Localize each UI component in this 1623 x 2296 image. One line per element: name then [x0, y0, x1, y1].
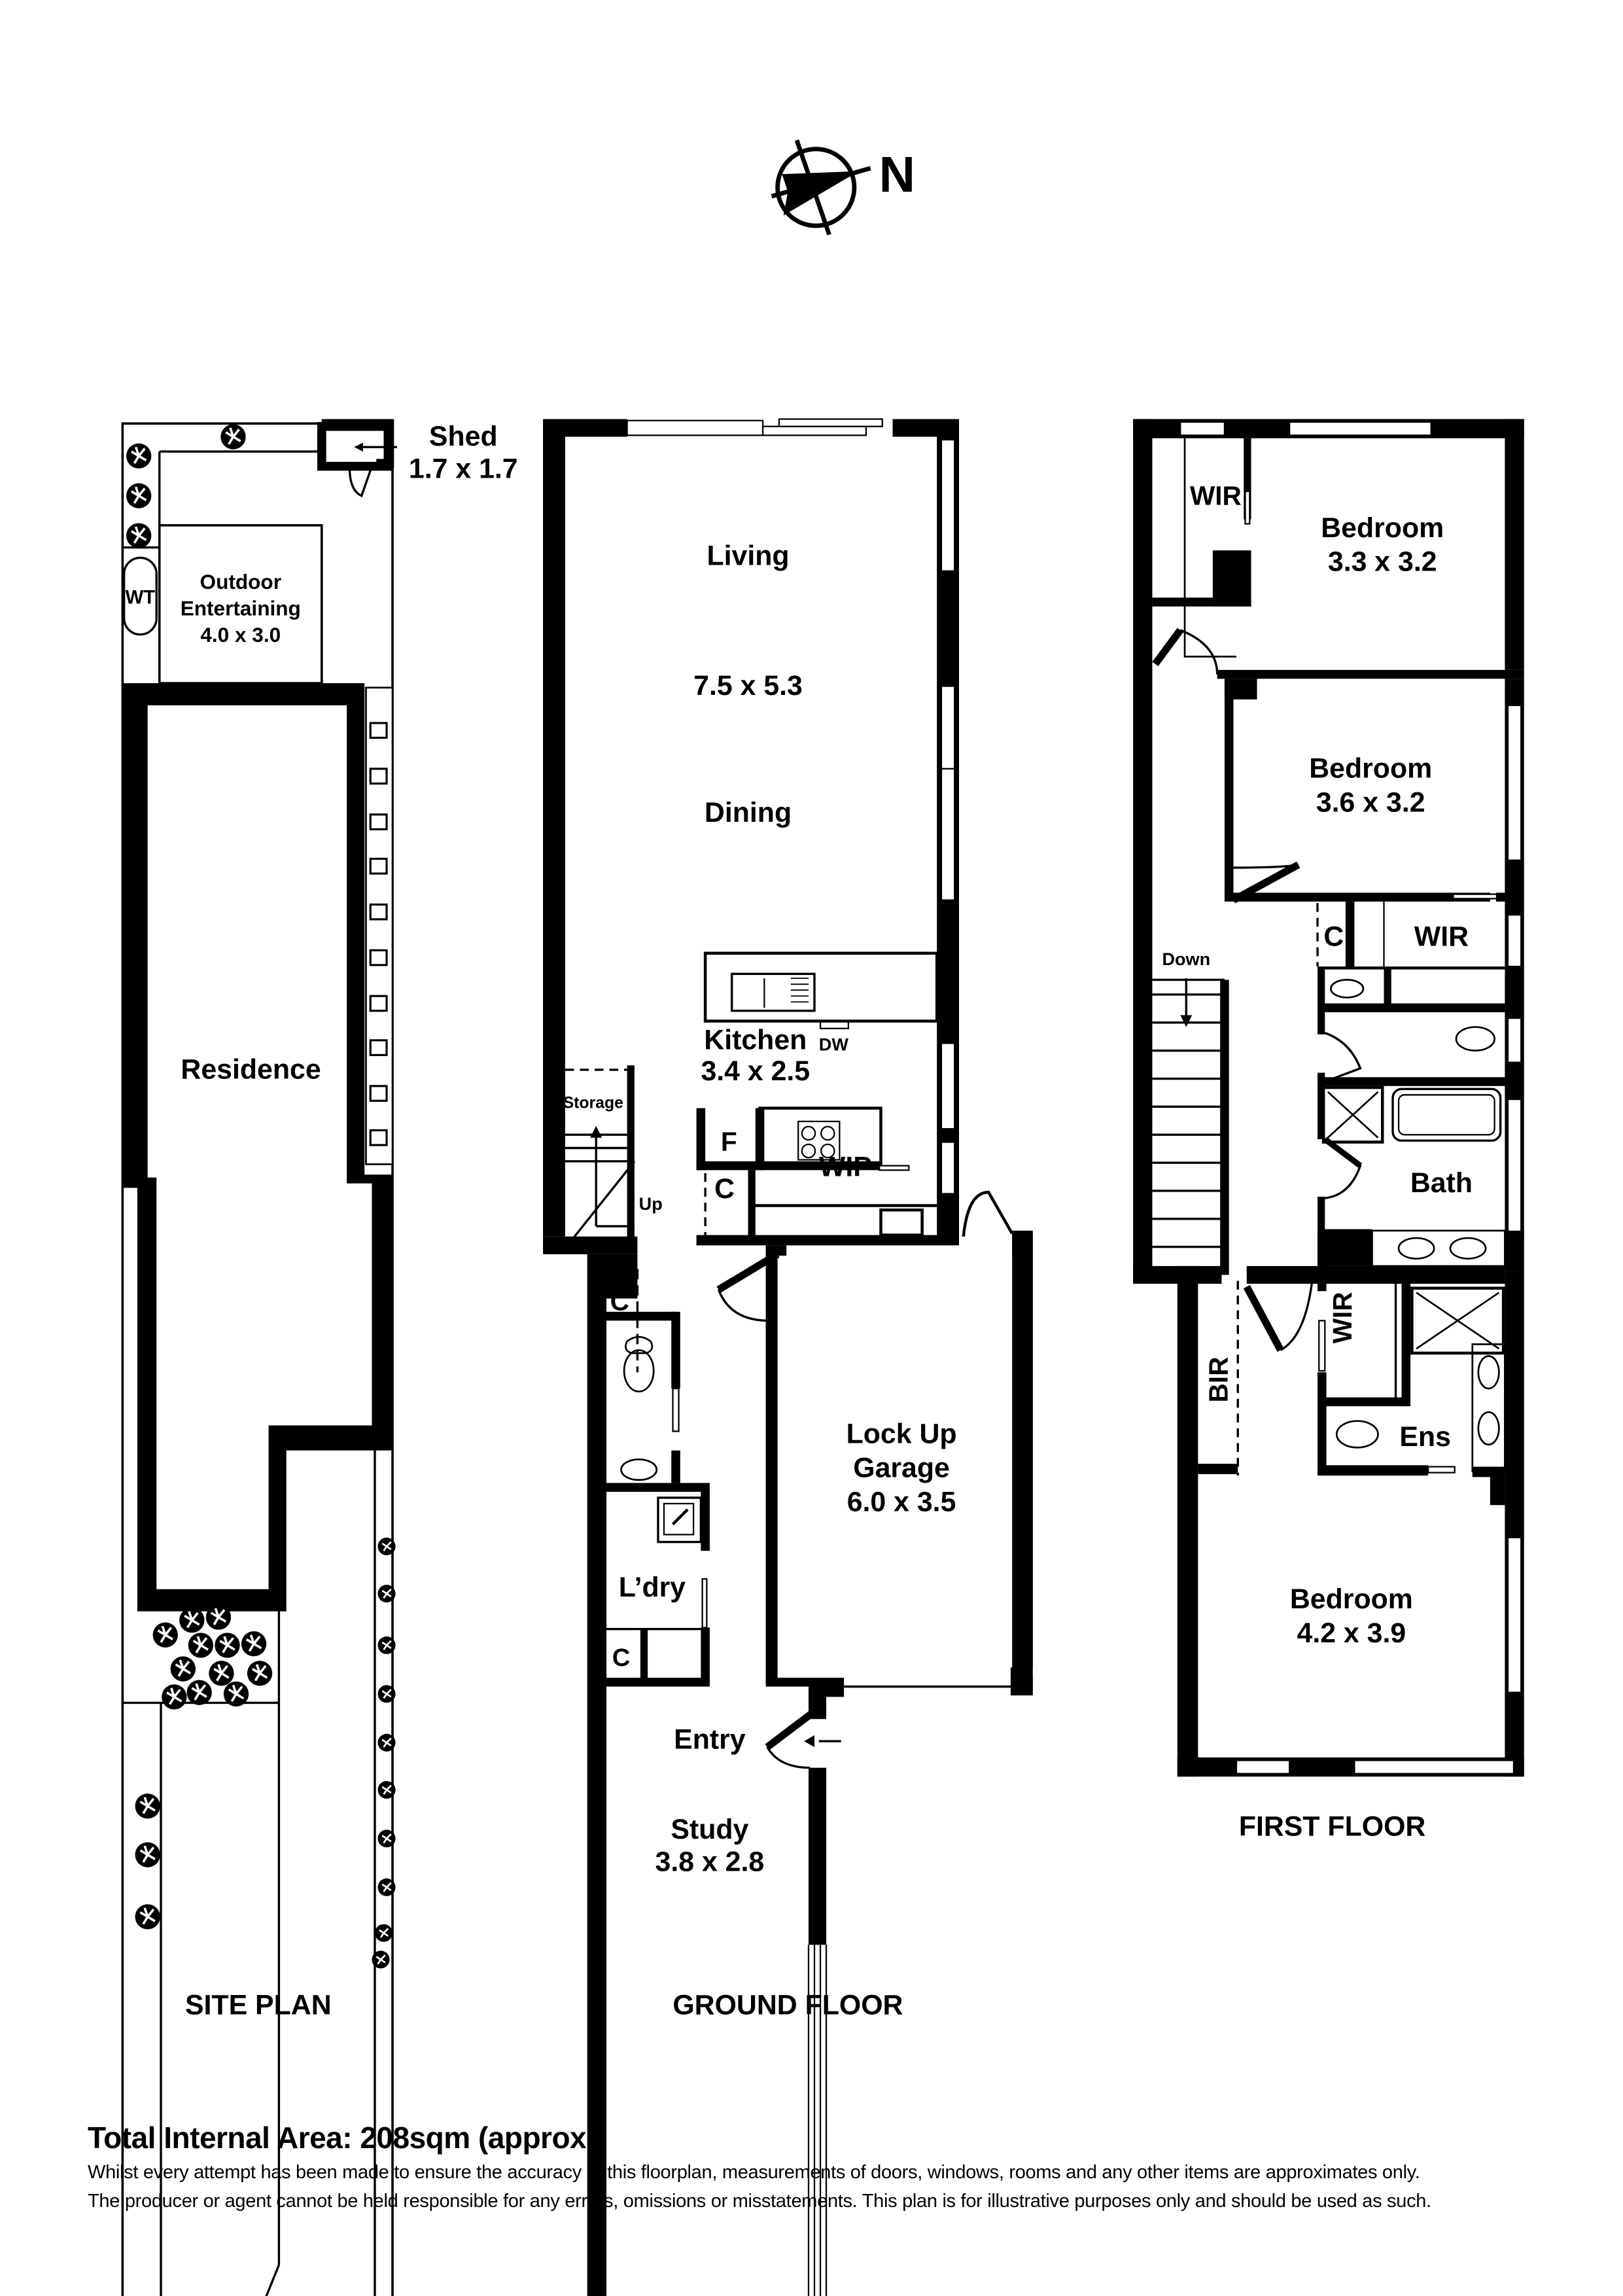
site-plan	[121, 419, 397, 2296]
disclaimer-line-2: The producer or agent cannot be held res…	[88, 2191, 1431, 2212]
wir2-label: WIR	[1414, 921, 1469, 953]
footer: Total Internal Area: 208sqm (approx.) Wh…	[88, 2120, 1566, 2213]
laundry-cupboard-label: C	[612, 1644, 631, 1672]
ensuite-label: Ens	[1399, 1421, 1451, 1453]
bedroom3-size: 4.2 x 3.9	[1297, 1617, 1406, 1649]
bir-label: BIR	[1203, 1357, 1233, 1403]
outdoor-size: 4.0 x 3.0	[200, 623, 281, 646]
first-floor	[1133, 419, 1524, 1777]
laundry-label: L’dry	[619, 1572, 686, 1603]
study-size: 3.8 x 2.8	[655, 1846, 765, 1878]
bedroom1-label: Bedroom	[1321, 512, 1444, 544]
total-area: Total Internal Area: 208sqm (approx.)	[88, 2121, 604, 2155]
study-label: Study	[671, 1814, 748, 1845]
ground-floor-title: GROUND FLOOR	[672, 1989, 903, 2021]
bedroom2-size: 3.6 x 3.2	[1316, 786, 1425, 818]
living-size: 7.5 x 5.3	[693, 670, 803, 701]
kitchen-cupboard-label: C	[714, 1173, 735, 1205]
ground-floor	[543, 418, 1033, 2296]
shed-size: 1.7 x 1.7	[409, 453, 518, 485]
stairs-down-label: Down	[1162, 949, 1210, 969]
wir3-label: WIR	[1327, 1292, 1357, 1343]
bedroom1-size: 3.3 x 3.2	[1328, 546, 1437, 578]
bath-label: Bath	[1410, 1167, 1473, 1199]
fridge-label: F	[721, 1127, 737, 1157]
north-label: N	[879, 147, 915, 203]
kitchen-size: 3.4 x 2.5	[701, 1055, 810, 1087]
wip-label: WIP	[819, 1151, 872, 1182]
bedroom3-label: Bedroom	[1290, 1583, 1413, 1615]
water-tank-label: WT	[126, 586, 156, 608]
bedroom2-label: Bedroom	[1309, 752, 1432, 784]
garage-label-1: Lock Up	[846, 1419, 957, 1450]
garage-size: 6.0 x 3.5	[847, 1486, 956, 1517]
bedroom1-wir-label: WIR	[1190, 480, 1242, 510]
outdoor-label-2: Entertaining	[181, 596, 301, 620]
storage-label: Storage	[563, 1095, 623, 1112]
garage-label-2: Garage	[853, 1452, 950, 1483]
north-arrow-icon	[771, 139, 871, 236]
residence-label: Residence	[181, 1054, 321, 1086]
disclaimer-line-1: Whilst every attempt has been made to en…	[88, 2162, 1420, 2183]
dining-label: Dining	[705, 797, 792, 828]
dishwasher-label: DW	[819, 1035, 849, 1055]
kitchen-label: Kitchen	[704, 1024, 807, 1055]
site-plan-title: SITE PLAN	[185, 1989, 332, 2021]
hall-cupboard-label: C	[610, 1286, 629, 1316]
stairs-up-label: Up	[639, 1194, 663, 1214]
first-floor-title: FIRST FLOOR	[1239, 1810, 1426, 1842]
shed-label: Shed	[429, 421, 498, 452]
first-floor-cupboard-label: C	[1323, 921, 1344, 953]
outdoor-label-1: Outdoor	[200, 570, 281, 593]
entry-label: Entry	[674, 1723, 746, 1755]
living-label: Living	[707, 540, 789, 572]
